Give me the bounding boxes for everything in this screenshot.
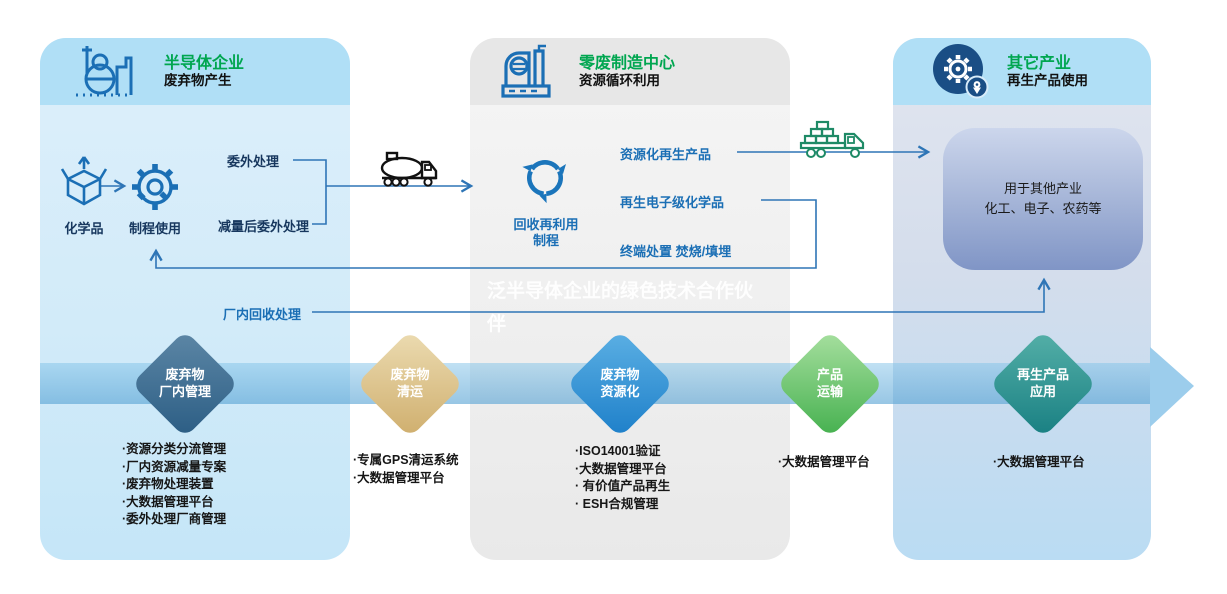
stage-label-removal: 废弃物 清运 — [390, 367, 430, 399]
output-disposal-label: 终端处置 焚烧/填埋 — [620, 244, 732, 259]
panel-semiconductor-title: 半导体企业 — [164, 54, 245, 72]
recycle-icon — [518, 152, 572, 204]
panel-zero-waste-center: 零废制造中心 资源循环利用 — [470, 38, 790, 560]
factory-boiler-icon — [72, 43, 134, 101]
panel-semiconductor: 半导体企业 废弃物产生 — [40, 38, 350, 560]
gear-location-icon — [931, 41, 991, 103]
watermark-text: 泛半导体企业的绿色技术合作伙 伴 — [487, 281, 754, 335]
list-item: ·ISO14001验证 — [575, 444, 661, 458]
outsource-label: 委外处理 — [227, 154, 280, 169]
panel-other-industries-title: 其它产业 — [1007, 54, 1072, 72]
bullets-removal: ·专属GPS清运系统 ·大数据管理平台 — [353, 452, 459, 487]
panel-zero-waste-subtitle: 资源循环利用 — [579, 72, 660, 88]
stage-label-application: 再生产品 应用 — [1016, 367, 1069, 399]
recycle-process-label: 回收再利用 制程 — [513, 217, 579, 248]
list-item: ·大数据管理平台 — [778, 455, 870, 469]
brick-truck-icon — [798, 116, 868, 162]
tanker-truck-icon — [378, 149, 438, 189]
reduced-outsource-label: 减量后委外处理 — [218, 219, 310, 234]
panel-other-industries: 其它产业 再生产品使用 — [893, 38, 1151, 560]
panel-other-industries-header: 其它产业 再生产品使用 — [893, 38, 1151, 105]
process-gear-icon — [127, 159, 183, 215]
panel-semiconductor-header: 半导体企业 废弃物产生 — [40, 38, 350, 105]
bullets-resource: ·ISO14001验证 ·大数据管理平台 · 有价值产品再生 · ESH合规管理 — [575, 443, 670, 513]
stage-label-resource: 废弃物 资源化 — [600, 367, 640, 399]
list-item: · ESH合规管理 — [575, 496, 659, 511]
list-item: ·大数据管理平台 — [993, 455, 1085, 469]
process-use-label: 制程使用 — [128, 221, 181, 236]
output-product-label: 资源化再生产品 — [620, 147, 712, 162]
usage-box-line2: 化工、电子、农药等 — [984, 201, 1102, 216]
list-item: ·专属GPS清运系统 — [353, 453, 459, 467]
panel-zero-waste-title: 零废制造中心 — [579, 54, 676, 72]
list-item: ·废弃物处理装置 — [122, 477, 214, 492]
chemical-box-icon — [60, 155, 108, 211]
stage-label-transport: 产品 运输 — [816, 367, 843, 399]
stage-label-factory-mgmt: 废弃物 厂内管理 — [158, 367, 211, 399]
bullets-factory-mgmt: ·资源分类分流管理 ·厂内资源减量专案 ·废弃物处理装置 ·大数据管理平台 ·委… — [122, 441, 226, 529]
list-item: ·大数据管理平台 — [353, 470, 445, 485]
factory-building-icon — [495, 44, 557, 100]
chemicals-label: 化学品 — [64, 221, 104, 236]
process-band-arrowhead — [1150, 347, 1194, 427]
list-item: ·资源分类分流管理 — [122, 442, 227, 456]
bullets-transport: ·大数据管理平台 — [778, 454, 870, 472]
list-item: · 有价值产品再生 — [575, 479, 671, 494]
list-item: ·厂内资源减量专案 — [122, 459, 227, 474]
panel-semiconductor-subtitle: 废弃物产生 — [164, 72, 232, 88]
list-item: ·大数据管理平台 — [122, 494, 214, 509]
bullets-application: ·大数据管理平台 — [993, 454, 1085, 472]
panel-other-industries-subtitle: 再生产品使用 — [1007, 72, 1088, 88]
list-item: ·大数据管理平台 — [575, 461, 667, 476]
usage-box-line1: 用于其他产业 — [1003, 181, 1082, 196]
output-chemical-label: 再生电子级化学品 — [620, 195, 725, 210]
panel-zero-waste-header: 零废制造中心 资源循环利用 — [470, 38, 790, 105]
list-item: ·委外处理厂商管理 — [122, 512, 227, 527]
inplant-recycle-label: 厂内回收处理 — [223, 307, 302, 322]
usage-box: 用于其他产业 化工、电子、农药等 — [943, 128, 1143, 270]
